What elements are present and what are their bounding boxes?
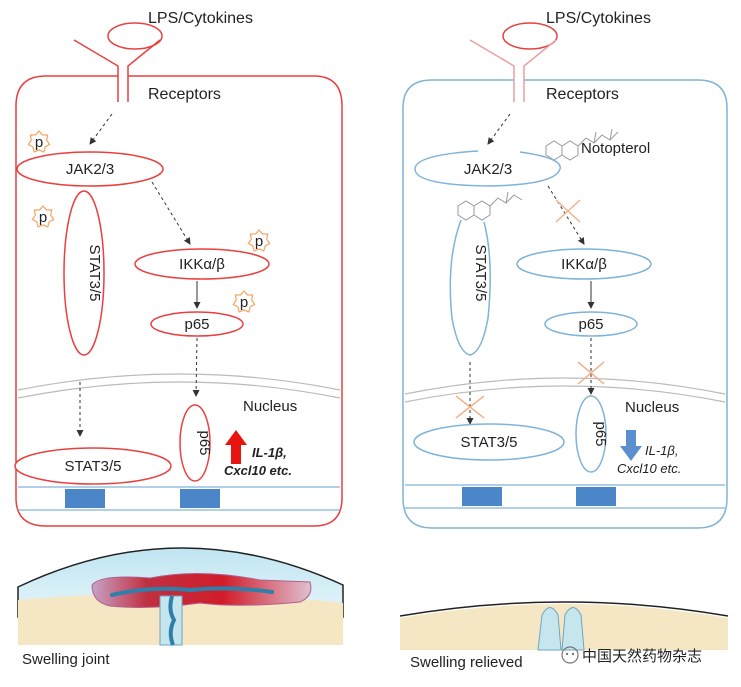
right-drug-label: Notopterol [581, 140, 650, 157]
right-jak-node [414, 150, 561, 187]
right-jak-label: JAK2/3 [464, 161, 512, 178]
right-p65-label: p65 [578, 316, 603, 333]
left-phospho-star-stat: p [31, 205, 55, 228]
right-p65-nuclear-node [575, 395, 607, 473]
left-p65-node [150, 311, 244, 337]
right-dna-block-stat [462, 487, 502, 506]
left-jak-label: JAK2/3 [66, 161, 114, 178]
right-dna-block-p65 [576, 487, 616, 506]
wechat-icon [561, 646, 579, 664]
left-phospho-star-ikk: p [247, 229, 271, 252]
left-stat-nuclear-label: STAT3/5 [65, 458, 122, 475]
svg-text:p: p [35, 134, 43, 151]
left-ligand [107, 22, 163, 50]
left-p65-label: p65 [184, 316, 209, 333]
right-arrow-receptor-jak [487, 113, 511, 145]
right-ikk-label: IKKα/β [561, 256, 607, 273]
left-arrow-receptor-jak [89, 113, 113, 145]
watermark-text: 中国天然药物杂志 [582, 648, 702, 665]
right-p65-node [544, 311, 638, 337]
svg-text:p: p [39, 209, 47, 226]
left-gene-label-1: IL-1β, [252, 445, 287, 460]
left-stat-vertical-node [63, 190, 105, 356]
left-jak-node [16, 151, 164, 187]
left-arrow-jak-ikk [151, 181, 191, 245]
right-gene-label-1: IL-1β, [645, 443, 678, 458]
svg-text:p: p [255, 233, 263, 250]
left-phospho-star-p65: p [232, 290, 256, 313]
left-gene-label-2: Cxcl10 etc. [224, 463, 292, 478]
left-receptors-label: Receptors [148, 86, 221, 103]
left-swelling-joint-illustration [17, 547, 344, 646]
right-block-cross-jak-ikk [555, 199, 581, 223]
right-ikk-node [516, 248, 652, 280]
left-nuclear-envelope [17, 373, 341, 391]
right-relieved-joint-illustration [399, 601, 729, 651]
left-nucleus-label: Nucleus [243, 398, 297, 415]
left-arrow-p65-nuclear [192, 337, 200, 397]
right-block-cross-stat [455, 395, 485, 419]
right-joint-caption: Swelling relieved [410, 654, 523, 671]
left-dna-block-p65 [180, 489, 220, 508]
right-arrow-jak-ikk [547, 185, 585, 245]
right-block-cross-p65 [577, 361, 605, 385]
wechat-icon-dot [565, 652, 569, 656]
right-ligand [502, 22, 558, 50]
watermark: 中国天然药物杂志 [561, 646, 702, 665]
right-cell-membrane [402, 79, 728, 529]
right-stimulus-label: LPS/Cytokines [546, 10, 651, 27]
right-downregulation-arrow [620, 430, 642, 461]
left-phospho-star-jak: p [27, 130, 51, 153]
left-nuclear-envelope-inner [17, 381, 341, 399]
svg-text:p: p [240, 294, 248, 311]
left-receptor [73, 39, 161, 102]
right-nucleus-label: Nucleus [625, 399, 679, 416]
right-notopterol-molecule-top [545, 128, 619, 161]
right-nuclear-envelope-inner [404, 385, 726, 403]
right-panel: LPS/Cytokines Receptors Nucleus Notopter… [399, 10, 729, 671]
right-stat-vertical-label: STAT3/5 [472, 245, 489, 302]
right-notopterol-molecule-mid [457, 191, 523, 221]
left-ikk-node [134, 248, 270, 280]
left-joint-caption: Swelling joint [22, 651, 110, 668]
left-cell-membrane [15, 75, 343, 527]
right-receptors-label: Receptors [546, 86, 619, 103]
right-p65-nuclear-label: p65 [592, 421, 609, 446]
right-stat-vertical-node [449, 219, 491, 356]
left-stimulus-label: LPS/Cytokines [148, 10, 253, 27]
right-gene-label-2: Cxcl10 etc. [617, 461, 681, 476]
left-panel: LPS/Cytokines Receptors Nucleus JAK2/3 S… [14, 10, 344, 668]
right-receptor [469, 39, 557, 102]
left-ikk-label: IKKα/β [179, 256, 225, 273]
left-upregulation-arrow [225, 430, 247, 464]
right-stat-nuclear-node [413, 423, 565, 461]
left-stat-vertical-label: STAT3/5 [86, 245, 103, 302]
right-stat-nuclear-label: STAT3/5 [461, 434, 518, 451]
left-stat-nuclear-node [14, 447, 172, 485]
left-dna-block-stat [65, 489, 105, 508]
left-p65-nuclear-node [179, 404, 211, 482]
right-nuclear-envelope [404, 377, 726, 395]
wechat-icon-dot-2 [571, 652, 575, 656]
left-p65-nuclear-label: p65 [196, 430, 213, 455]
